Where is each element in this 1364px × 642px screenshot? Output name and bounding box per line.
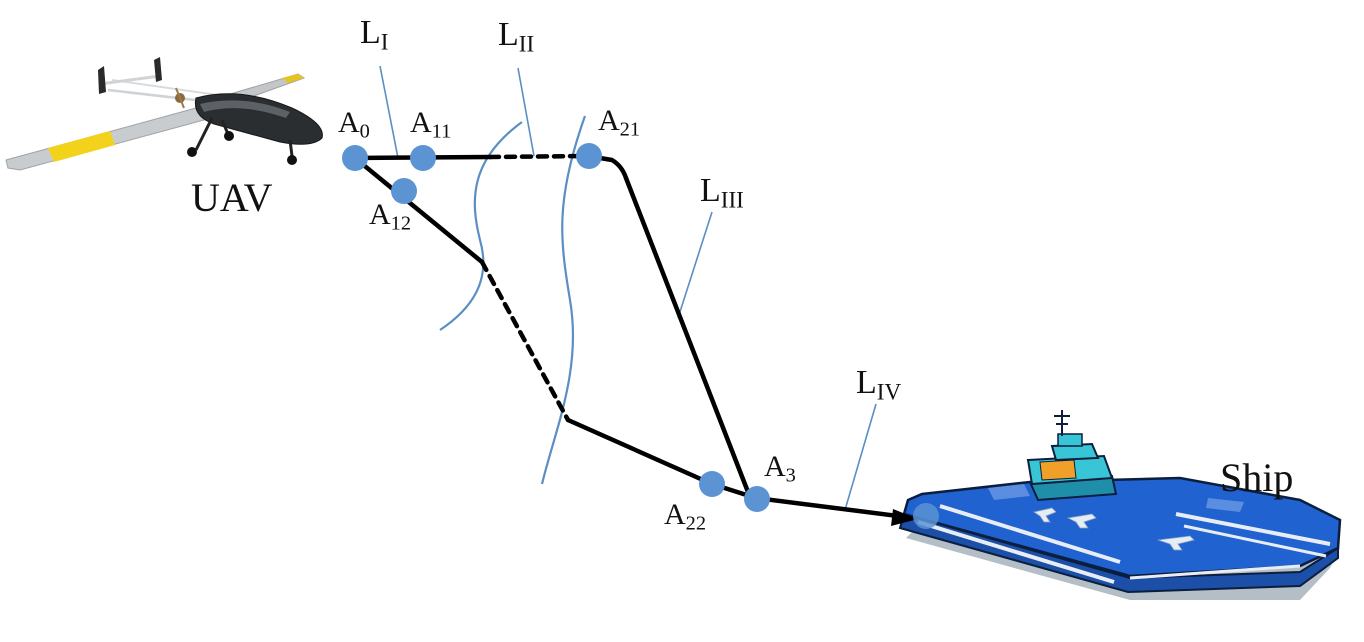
leader-line-LII — [517, 67, 535, 157]
segment-label-LIII: LIII — [700, 172, 744, 214]
point-label-A0: A0 — [338, 106, 370, 143]
leader-lines — [379, 65, 877, 511]
waypoint-A3 — [744, 486, 770, 512]
path-lower-to-A3 — [565, 417, 759, 501]
arrow-head-icon — [891, 509, 918, 526]
path-A21-A3 — [585, 153, 751, 495]
waypoint-A21 — [576, 143, 602, 169]
uav-illustration — [5, 57, 323, 171]
waypoint-A12 — [391, 178, 417, 204]
ship-illustration — [898, 410, 1342, 600]
point-label-A22: A22 — [664, 498, 707, 535]
boundary-curve-1 — [439, 121, 523, 331]
uav-label: UAV — [191, 175, 273, 220]
leader-line-LIII — [677, 211, 713, 319]
waypoint-ship — [913, 503, 939, 529]
path-A0-A12-solid — [352, 155, 485, 265]
segment-label-LIV: LIV — [856, 364, 902, 406]
waypoint-A11 — [410, 145, 436, 171]
segment-label-LI: LI — [360, 14, 389, 56]
point-label-A3: A3 — [764, 450, 796, 487]
waypoint-A0 — [342, 145, 368, 171]
ship-label: Ship — [1220, 455, 1294, 500]
segment-label-LII: LII — [498, 16, 535, 58]
path-upper-dashed — [487, 153, 591, 160]
leader-line-LI — [379, 65, 399, 159]
point-label-A11: A11 — [410, 106, 452, 143]
path-A3-to-ship — [753, 495, 901, 519]
leader-line-LIV — [844, 403, 877, 511]
waypoint-A22 — [699, 471, 725, 497]
point-label-A21: A21 — [598, 104, 641, 141]
boundary-curve-2 — [540, 115, 587, 485]
path-lower-dashed — [479, 259, 571, 423]
point-label-A12: A12 — [369, 198, 412, 235]
